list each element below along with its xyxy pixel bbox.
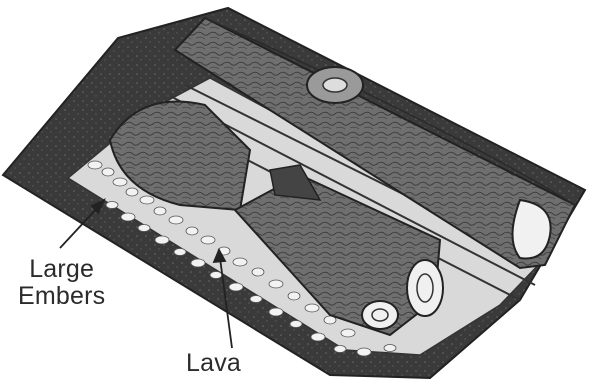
lava-label: Lava — [186, 350, 241, 377]
front-log-end-right — [407, 260, 443, 316]
large-embers-label-line2: Embers — [18, 283, 105, 310]
large-embers-label-line1: Large — [18, 256, 105, 283]
front-log-end-left — [362, 301, 398, 329]
large-embers-label: Large Embers — [18, 256, 105, 310]
